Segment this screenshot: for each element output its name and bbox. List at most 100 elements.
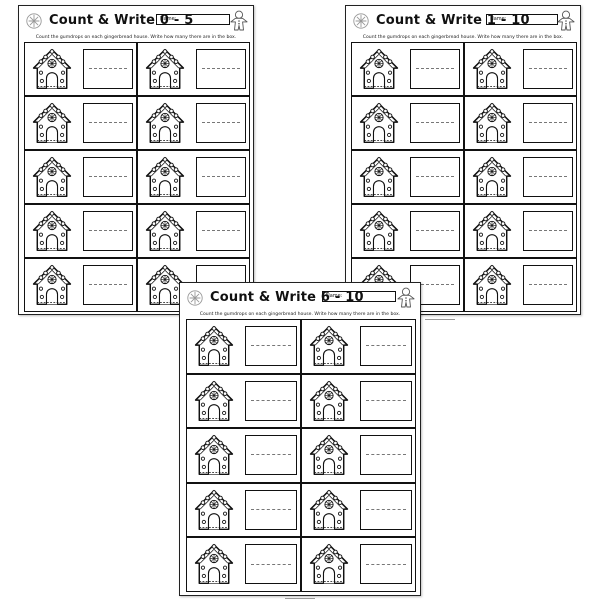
answer-box[interactable] [196, 157, 246, 197]
gingerbread-house-icon [356, 46, 402, 92]
gingerbread-house-icon [191, 487, 237, 533]
page-footer-line [285, 598, 315, 599]
counting-cell [24, 204, 137, 258]
counting-cell [186, 373, 301, 429]
gingerbread-house-icon [306, 432, 352, 478]
gingerbread-house-icon [469, 100, 515, 146]
name-field[interactable]: Name: [322, 291, 396, 302]
counting-cell [301, 537, 416, 592]
counting-cell [24, 258, 137, 312]
worksheet-6-10: Count & Write 6 - 10 Name: Count the gum… [179, 282, 421, 596]
gingerbread-house-icon [469, 46, 515, 92]
answer-box[interactable] [523, 211, 573, 251]
answer-box[interactable] [410, 157, 460, 197]
counting-cell [464, 96, 577, 150]
counting-cell [301, 373, 416, 429]
answer-box[interactable] [410, 103, 460, 143]
snowflake-icon [25, 10, 43, 32]
gingerbread-house-icon [29, 262, 75, 308]
gingerbread-house-icon [142, 208, 188, 254]
answer-box[interactable] [245, 380, 297, 421]
answer-box[interactable] [410, 49, 460, 89]
gingerbread-house-icon [142, 46, 188, 92]
gingerbread-house-icon [469, 154, 515, 200]
answer-box[interactable] [83, 211, 133, 251]
counting-cell [351, 150, 464, 204]
gingerbread-house-icon [191, 432, 237, 478]
answer-box[interactable] [245, 326, 297, 366]
worksheet-header: Count & Write 0 - 5 Name: [19, 6, 253, 36]
instructions: Count the gumdrops on each gingerbread h… [199, 312, 401, 317]
counting-cell [24, 42, 137, 96]
counting-cell [464, 258, 577, 312]
counting-cell [137, 150, 250, 204]
snowflake-icon [352, 10, 370, 32]
answer-box[interactable] [360, 489, 412, 530]
gingerbread-house-icon [142, 100, 188, 146]
answer-box[interactable] [245, 544, 297, 585]
answer-box[interactable] [360, 544, 412, 585]
counting-cell [464, 150, 577, 204]
answer-box[interactable] [83, 265, 133, 305]
counting-cell [186, 319, 301, 374]
answer-box[interactable] [196, 49, 246, 89]
worksheet-0-5: Count & Write 0 - 5 Name: Count the gumd… [18, 5, 254, 315]
answer-box[interactable] [196, 103, 246, 143]
name-field[interactable]: Name: [156, 14, 230, 25]
gingerbread-house-icon [469, 208, 515, 254]
gingerbread-house-icon [306, 323, 352, 369]
gingerbread-house-icon [191, 323, 237, 369]
gingerbread-house-icon [142, 154, 188, 200]
counting-grid [186, 319, 416, 592]
instructions: Count the gumdrops on each gingerbread h… [362, 35, 564, 40]
gingerbread-house-icon [29, 208, 75, 254]
gingerbread-house-icon [191, 541, 237, 587]
counting-cell [301, 319, 416, 374]
counting-cell [24, 150, 137, 204]
gingerbread-house-icon [356, 154, 402, 200]
gingerbread-house-icon [191, 378, 237, 424]
gingerbread-man-icon [397, 287, 415, 309]
counting-cell [24, 96, 137, 150]
answer-box[interactable] [523, 103, 573, 143]
gingerbread-house-icon [29, 46, 75, 92]
counting-cell [464, 204, 577, 258]
counting-cell [351, 204, 464, 258]
counting-cell [301, 482, 416, 538]
worksheet-header: Count & Write 6 - 10 Name: [180, 283, 420, 313]
answer-box[interactable] [523, 49, 573, 89]
answer-box[interactable] [523, 157, 573, 197]
gingerbread-house-icon [306, 378, 352, 424]
counting-cell [137, 204, 250, 258]
counting-cell [351, 42, 464, 96]
gingerbread-man-icon [557, 10, 575, 32]
answer-box[interactable] [360, 380, 412, 421]
answer-box[interactable] [245, 435, 297, 476]
answer-box[interactable] [83, 103, 133, 143]
gingerbread-house-icon [29, 154, 75, 200]
counting-cell [464, 42, 577, 96]
name-field[interactable]: Name: [486, 14, 558, 25]
answer-box[interactable] [83, 157, 133, 197]
gingerbread-house-icon [29, 100, 75, 146]
page-footer-line [425, 319, 455, 320]
answer-box[interactable] [360, 435, 412, 476]
instructions: Count the gumdrops on each gingerbread h… [35, 35, 237, 40]
answer-box[interactable] [83, 49, 133, 89]
answer-box[interactable] [196, 211, 246, 251]
counting-cell [137, 42, 250, 96]
answer-box[interactable] [410, 211, 460, 251]
snowflake-icon [186, 287, 204, 309]
gingerbread-house-icon [469, 262, 515, 308]
counting-cell [137, 96, 250, 150]
gingerbread-house-icon [356, 100, 402, 146]
gingerbread-house-icon [306, 487, 352, 533]
answer-box[interactable] [523, 265, 573, 305]
counting-grid [351, 42, 577, 312]
gingerbread-man-icon [230, 10, 248, 32]
answer-box[interactable] [245, 489, 297, 530]
worksheet-1-10: Count & Write 1 - 10 Name: Count the gum… [345, 5, 581, 315]
counting-cell [301, 428, 416, 483]
answer-box[interactable] [360, 326, 412, 366]
counting-cell [186, 428, 301, 483]
